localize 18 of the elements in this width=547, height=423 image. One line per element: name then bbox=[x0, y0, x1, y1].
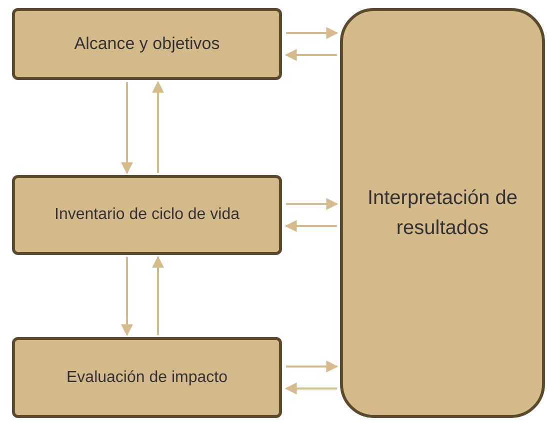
arrow bbox=[286, 198, 338, 210]
process-box bbox=[12, 175, 282, 255]
arrow bbox=[121, 257, 133, 336]
arrow bbox=[286, 27, 338, 39]
box-label: Interpretación de resultados bbox=[366, 186, 519, 241]
process-box bbox=[12, 337, 282, 418]
box-label: Alcance y objetivos bbox=[74, 33, 220, 56]
arrow bbox=[284, 382, 337, 394]
box-label: Evaluación de impacto bbox=[66, 368, 228, 388]
arrow bbox=[284, 220, 337, 232]
arrow bbox=[121, 82, 133, 174]
process-box bbox=[12, 8, 282, 80]
box-label: Inventario de ciclo de vida bbox=[54, 205, 240, 225]
arrow bbox=[284, 49, 337, 61]
process-box bbox=[340, 8, 545, 418]
arrow bbox=[152, 80, 164, 173]
arrow bbox=[152, 256, 164, 335]
arrow bbox=[286, 360, 338, 372]
